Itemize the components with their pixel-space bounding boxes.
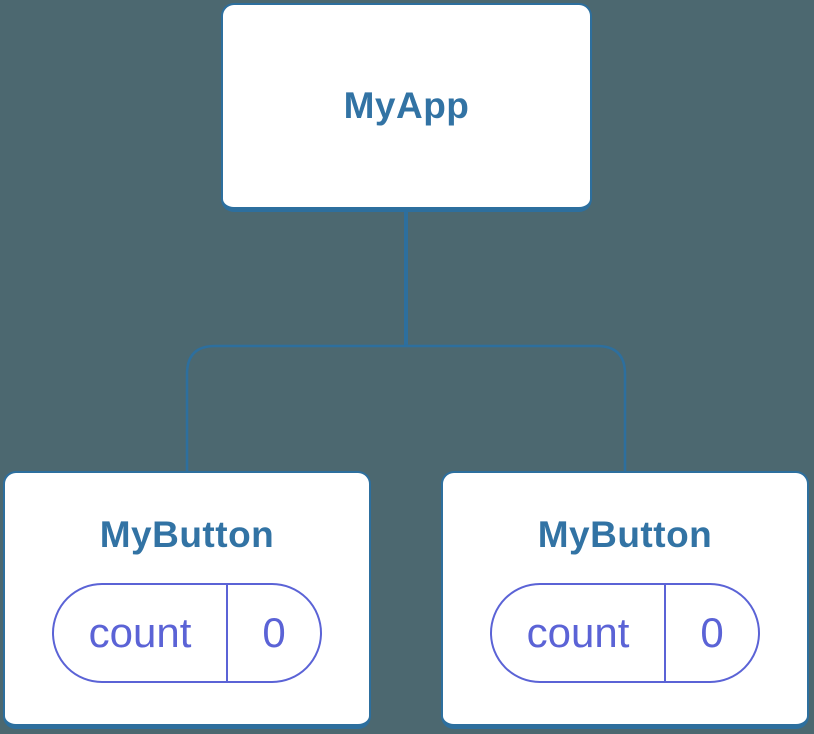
state-value: 0 — [226, 585, 320, 682]
state-badge: count 0 — [490, 583, 760, 684]
state-name: count — [526, 609, 630, 657]
node-label: MyApp — [343, 84, 470, 126]
node-label: MyButton — [99, 514, 275, 555]
node-mybutton-right: MyButton count 0 — [441, 471, 809, 729]
node-label: MyButton — [537, 514, 713, 555]
branch-connector-line — [185, 344, 627, 471]
state-value: 0 — [664, 585, 758, 682]
state-name: count — [88, 609, 192, 657]
node-mybutton-left: MyButton count 0 — [3, 471, 371, 729]
state-badge: count 0 — [52, 583, 322, 684]
node-myapp: MyApp — [221, 3, 592, 212]
